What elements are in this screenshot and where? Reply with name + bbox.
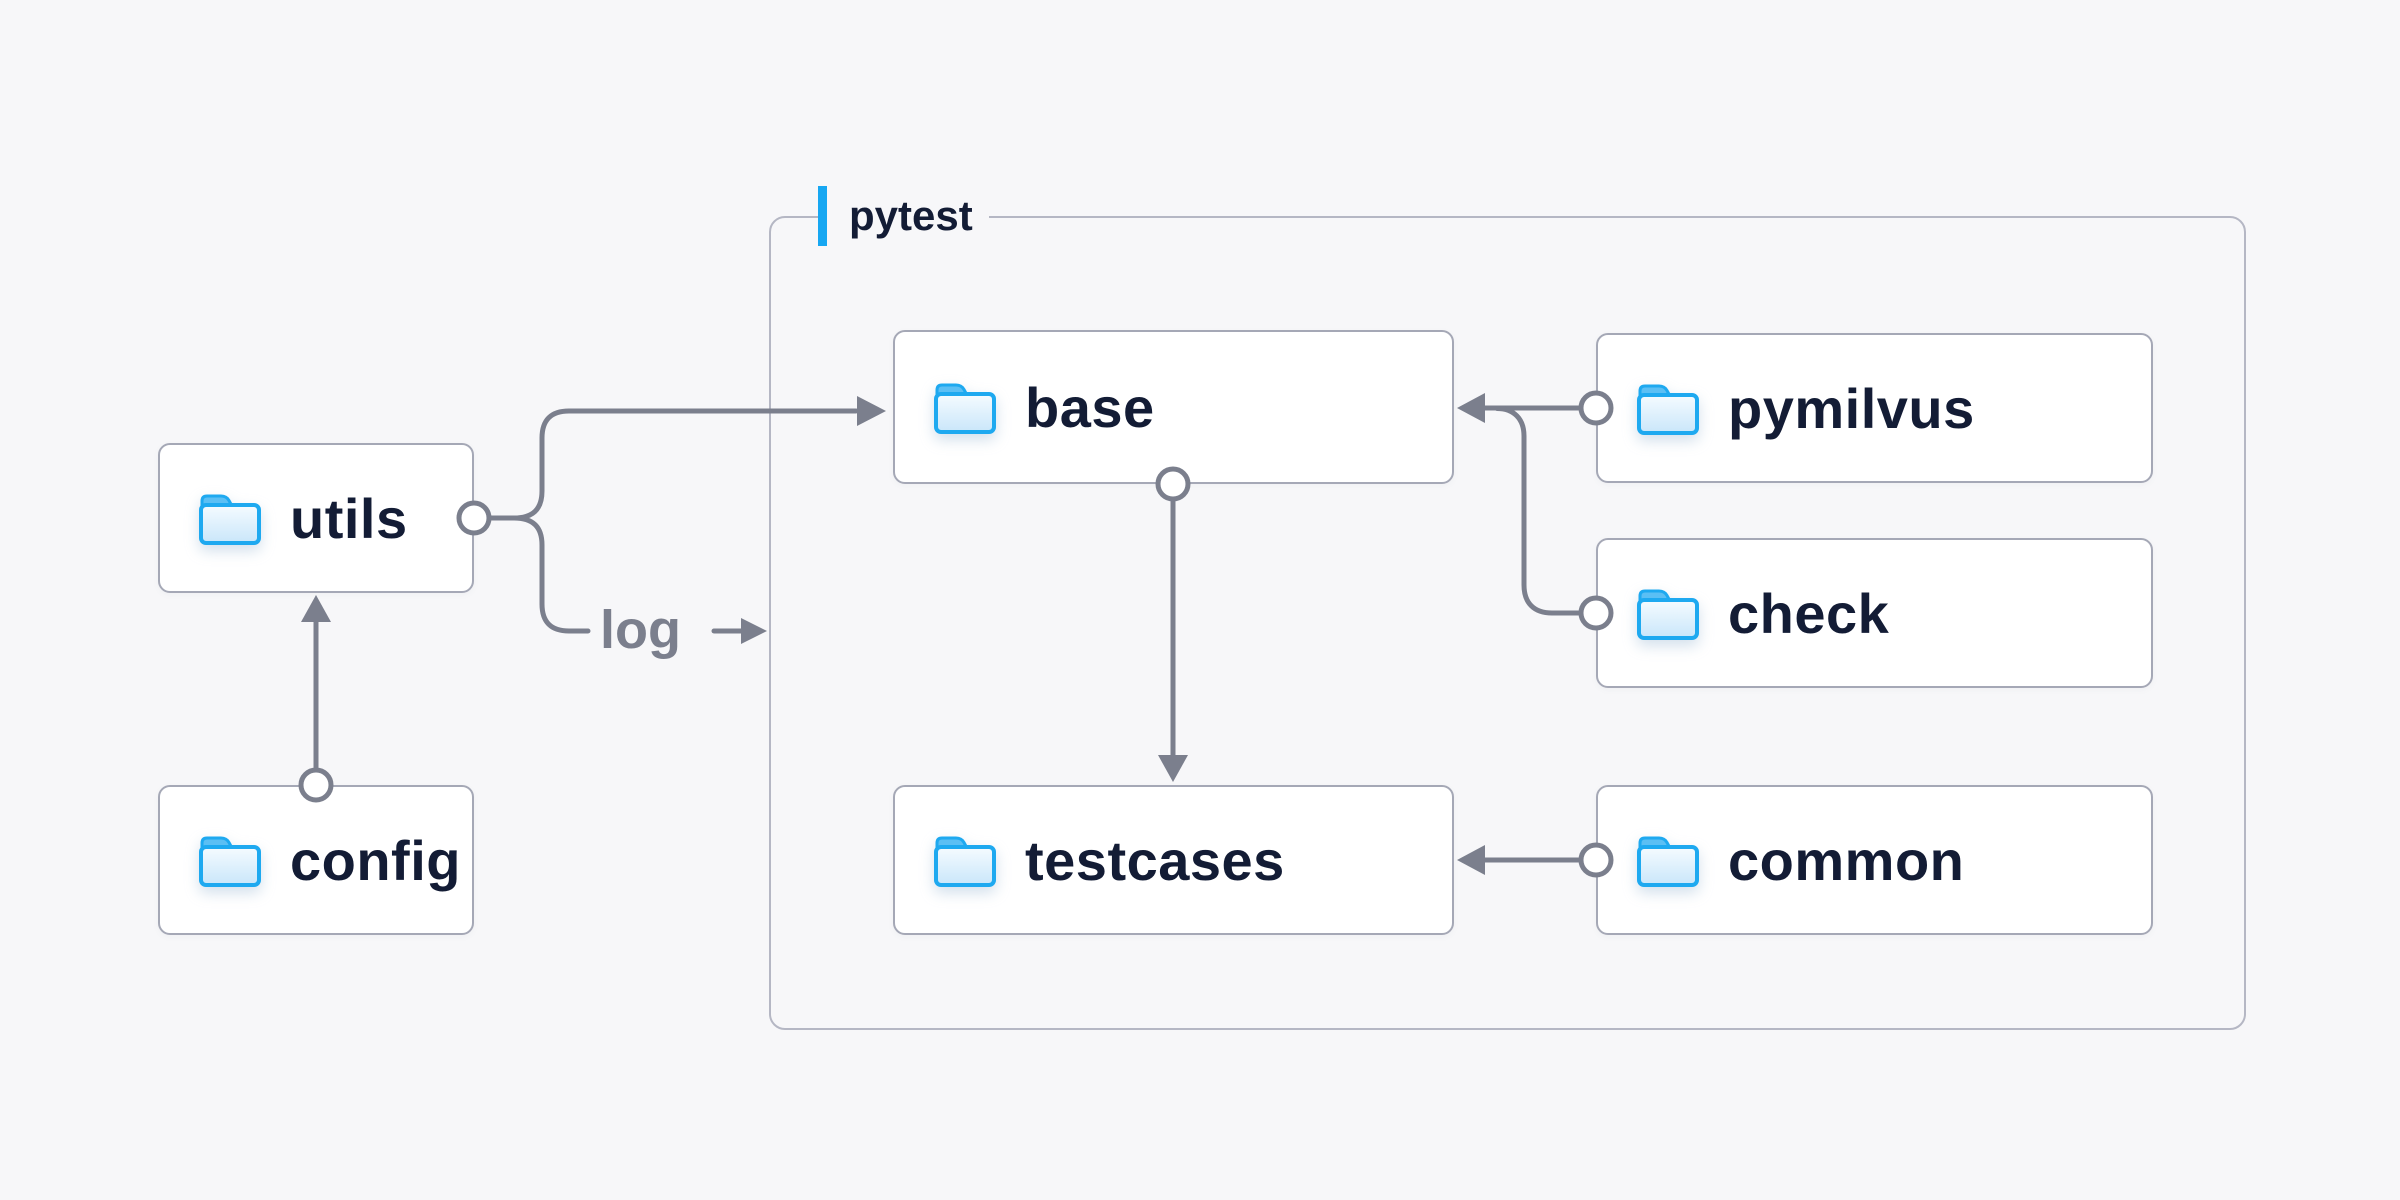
folder-icon	[199, 494, 261, 545]
node-check-label: check	[1728, 581, 1890, 645]
pytest-group-label: pytest	[818, 186, 989, 246]
folder-icon	[1637, 836, 1699, 887]
node-common-label: common	[1728, 828, 1965, 892]
edge-log-label: log	[600, 599, 681, 660]
node-config-label: config	[290, 828, 461, 892]
node-testcases: testcases	[893, 785, 1454, 935]
folder-icon	[1637, 589, 1699, 640]
node-utils: utils	[158, 443, 474, 593]
node-utils-label: utils	[290, 486, 408, 550]
node-pymilvus-label: pymilvus	[1728, 376, 1975, 440]
folder-icon	[934, 836, 996, 887]
node-check: check	[1596, 538, 2153, 688]
node-base: base	[893, 330, 1454, 484]
folder-icon	[1637, 384, 1699, 435]
arrowhead-log-into-group	[741, 618, 767, 644]
folder-icon	[199, 836, 261, 887]
node-config: config	[158, 785, 474, 935]
node-base-label: base	[1025, 375, 1155, 439]
edge-utils-to-log	[511, 515, 591, 634]
node-pymilvus: pymilvus	[1596, 333, 2153, 483]
arrowhead-into-utils-bottom	[301, 595, 331, 622]
folder-icon	[934, 383, 996, 434]
accent-bar	[818, 186, 827, 246]
pytest-group-label-text: pytest	[849, 192, 973, 239]
pytest-group-container	[769, 216, 2246, 1030]
node-testcases-label: testcases	[1025, 828, 1285, 892]
node-common: common	[1596, 785, 2153, 935]
